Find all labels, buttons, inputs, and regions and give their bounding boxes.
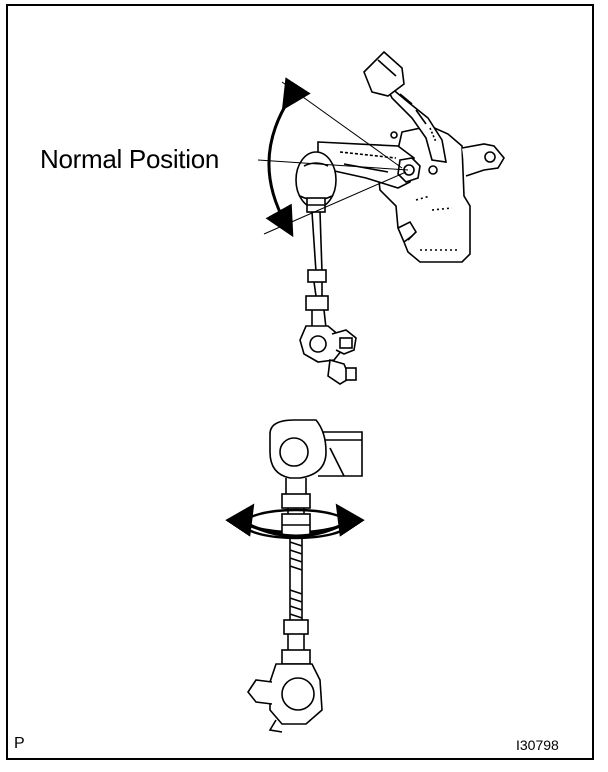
- figure-id: I30798: [516, 737, 559, 753]
- connector-plug: [363, 50, 405, 97]
- pivot-nut: [397, 157, 421, 183]
- rod-lock-nut-top: [307, 269, 327, 283]
- rod-lock-nut-bottom: [305, 295, 329, 311]
- bottom-upper-eye: [269, 419, 327, 479]
- double-headed-arc-arrow-icon: [265, 77, 311, 238]
- lower-ball-joint: [299, 325, 343, 363]
- connector-cable: [383, 81, 447, 163]
- bottom-rod-assembly: [247, 419, 363, 733]
- normal-position-label: Normal Position: [40, 144, 220, 174]
- corner-mark: P: [14, 735, 25, 752]
- top-sensor-assembly: [295, 50, 505, 385]
- mounting-tab: [461, 143, 505, 177]
- bottom-lock-nut-upper: [281, 493, 311, 509]
- rotation-arrow-icon: [225, 503, 365, 540]
- thread-marks: [289, 541, 303, 619]
- bottom-upper-bracket: [316, 431, 363, 477]
- bottom-lock-nut-lower: [283, 619, 309, 635]
